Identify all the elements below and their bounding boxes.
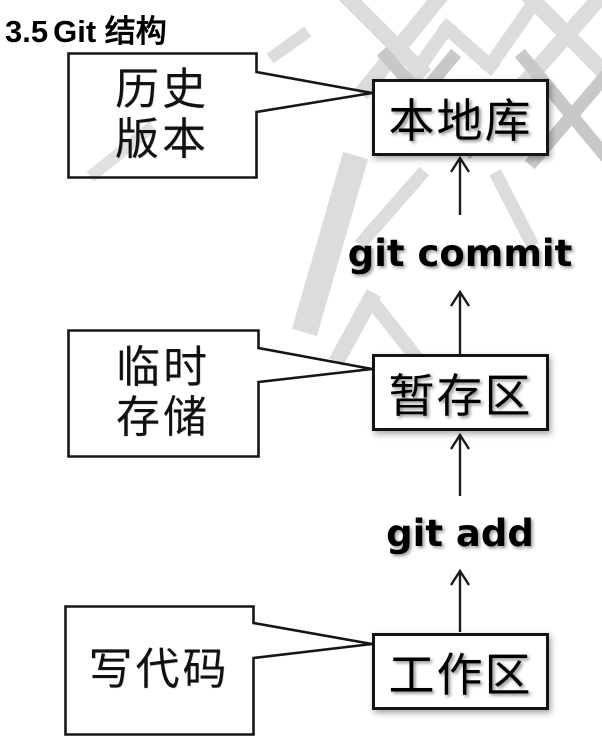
node-working-area: 工作区 (372, 633, 549, 710)
up-arrow-add-bottom (449, 568, 471, 632)
callout-history-version-label: 历史 版本 (115, 65, 209, 164)
node-local-repo: 本地库 (372, 79, 549, 156)
section-number: 3.5 (5, 14, 49, 49)
node-staging-area: 暂存区 (372, 354, 549, 431)
up-arrow-add-top (449, 432, 471, 496)
up-arrow-commit-top (449, 155, 471, 215)
node-local-repo-label: 本地库 (388, 95, 533, 147)
node-working-area-label: 工作区 (388, 649, 533, 701)
callout-history-version (67, 52, 373, 179)
section-title: Git 结构 (53, 14, 167, 49)
callout-write-code-label: 写代码 (88, 645, 230, 694)
node-staging-area-label: 暂存区 (388, 370, 533, 422)
callout-temp-storage-label: 临时 存储 (116, 343, 210, 442)
callout-temp-storage (67, 329, 373, 458)
git-commit-label: git commit (347, 232, 573, 275)
git-add-label: git add (386, 512, 534, 555)
callout-write-code (64, 605, 373, 736)
up-arrow-commit-bottom (449, 289, 471, 354)
